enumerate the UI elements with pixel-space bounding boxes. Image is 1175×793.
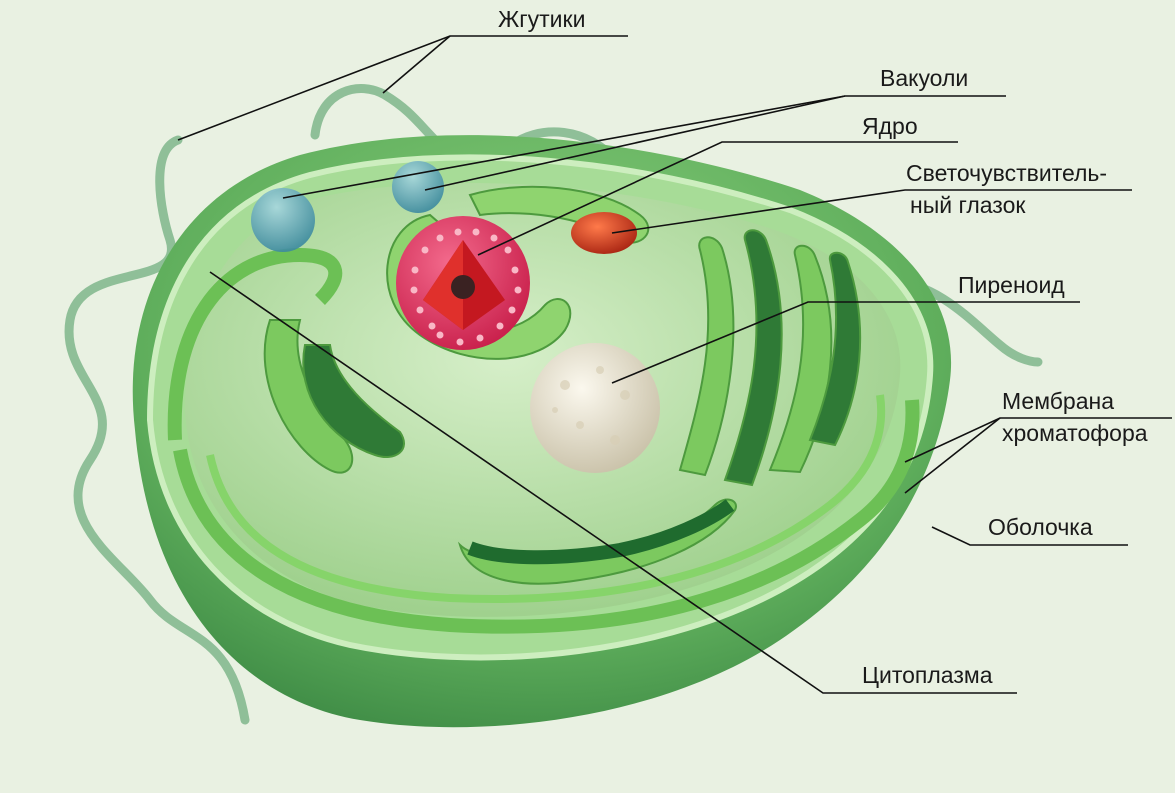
membrane-ring-bottom xyxy=(173,399,920,634)
leader-pyrenoid xyxy=(611,301,1080,384)
label-chromatophore-line2: хроматофора xyxy=(1002,420,1148,446)
fold-right-4 xyxy=(808,251,862,447)
label-nucleus: Ядро xyxy=(862,113,918,139)
nucleus-pores xyxy=(410,228,522,346)
label-cytoplasm: Цитоплазма xyxy=(862,662,993,688)
leader-flagella-1 xyxy=(177,35,628,141)
leader-eyespot xyxy=(611,189,1132,234)
pyrenoid-body xyxy=(530,343,660,473)
leader-lines xyxy=(177,35,1172,694)
pyrenoid-texture xyxy=(552,366,630,445)
label-eyespot-line1: Светочувствитель- xyxy=(906,160,1108,186)
flagellum-left xyxy=(64,135,250,725)
label-eyespot-line2: ный глазок xyxy=(910,192,1026,218)
vacuole-left xyxy=(251,188,315,252)
label-pyrenoid: Пиреноид xyxy=(958,272,1065,298)
label-chromatophore-line1: Мембрана xyxy=(1002,388,1115,414)
leader-flagella-2 xyxy=(382,35,451,94)
chromatophore-membranes xyxy=(167,247,920,634)
nucleus xyxy=(396,216,530,350)
vacuole-right xyxy=(392,161,444,213)
fold-left-2 xyxy=(302,344,405,458)
membrane-ring-inner xyxy=(206,394,886,603)
label-pellicle: Оболочка xyxy=(988,514,1093,540)
leader-nucleus xyxy=(477,141,958,256)
flagellum-top xyxy=(310,84,440,145)
label-vacuoles: Вакуоли xyxy=(880,65,969,91)
label-flagella: Жгутики xyxy=(498,6,586,32)
fold-left-1 xyxy=(263,319,354,474)
leader-pellicle xyxy=(931,526,1128,546)
leader-vacuoles-2 xyxy=(424,95,846,191)
pyrenoid xyxy=(530,343,660,473)
eyespot xyxy=(571,212,637,254)
membrane-ring-outer xyxy=(167,247,343,441)
leader-cytoplasm xyxy=(209,271,1017,694)
nucleus-cutaway-shade xyxy=(423,240,463,330)
leader-chromatophore-2 xyxy=(904,417,1001,494)
fold-bottom-dark xyxy=(467,499,735,565)
nucleolus xyxy=(451,275,475,299)
vacuoles xyxy=(251,161,444,252)
fold-right-2 xyxy=(723,229,783,487)
fold-right-1 xyxy=(678,236,735,477)
